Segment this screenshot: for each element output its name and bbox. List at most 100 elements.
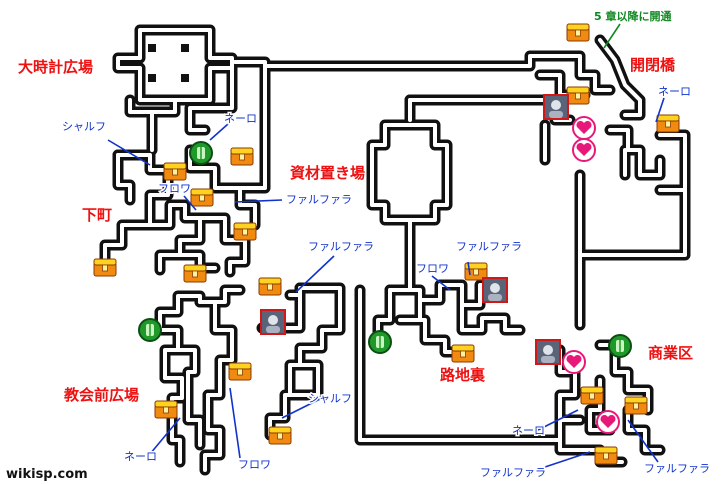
clock-square-pillar bbox=[148, 74, 156, 82]
area-label-commercial-district: 商業区 bbox=[648, 344, 693, 362]
treasure-chest-icon bbox=[183, 264, 207, 283]
corridor-floor-21 bbox=[370, 123, 449, 222]
treasure-chest-icon bbox=[566, 86, 590, 105]
corridor-floor-25 bbox=[388, 283, 502, 307]
save-point-icon bbox=[189, 141, 213, 165]
npc-label-flowa-1: フロワ bbox=[158, 182, 191, 195]
leader-line bbox=[655, 97, 665, 123]
treasure-chest-icon bbox=[228, 362, 252, 381]
npc-label-falfara-1: ファルファラ bbox=[286, 193, 352, 206]
clock-square-pillar bbox=[181, 44, 189, 52]
leader-line bbox=[295, 255, 335, 293]
treasure-chest-icon bbox=[190, 188, 214, 207]
npc-label-nero-2: ネーロ bbox=[658, 85, 691, 98]
map-markers bbox=[93, 23, 680, 465]
npc-label-flowa-3: フロワ bbox=[238, 458, 271, 471]
note-chapter5-open: 5 章以降に開通 bbox=[594, 9, 671, 23]
save-point-icon bbox=[608, 334, 632, 358]
treasure-chest-icon bbox=[580, 386, 604, 405]
corridor-floor-28 bbox=[460, 303, 522, 332]
corridor-wall-2 bbox=[146, 94, 181, 156]
treasure-chest-icon bbox=[464, 262, 488, 281]
leader-line bbox=[234, 199, 283, 203]
treasure-chest-icon bbox=[624, 396, 648, 415]
corridor-wall-1 bbox=[112, 24, 238, 106]
leader-line bbox=[209, 123, 229, 141]
leader-line bbox=[535, 451, 591, 471]
corridor-floor-36 bbox=[658, 133, 687, 192]
leader-line bbox=[467, 261, 471, 276]
leader-line bbox=[229, 387, 241, 459]
clock-square-pillar bbox=[148, 44, 156, 52]
corridor-floor-15 bbox=[163, 376, 184, 464]
heart-point-icon bbox=[596, 410, 620, 434]
save-point-icon bbox=[368, 330, 392, 354]
site-credit: wikisp.com bbox=[6, 467, 88, 482]
npc-label-falfara-3: ファルファラ bbox=[456, 240, 522, 253]
heart-point-icon bbox=[572, 138, 596, 162]
area-label-lower-town: 下町 bbox=[82, 206, 112, 224]
npc-label-falfara-4: ファルファラ bbox=[480, 466, 546, 479]
corridor-floor-38 bbox=[578, 173, 687, 257]
area-label-materials-yard: 資材置き場 bbox=[290, 164, 365, 182]
character-portrait-icon bbox=[482, 277, 508, 303]
treasure-chest-icon bbox=[594, 446, 618, 465]
corridor-floor-32 bbox=[598, 38, 642, 117]
corridor-floor-14 bbox=[176, 348, 202, 447]
corridor-floor-11 bbox=[238, 186, 257, 227]
treasure-chest-icon bbox=[154, 400, 178, 419]
npc-label-nero-4: ネーロ bbox=[512, 424, 545, 437]
corridor-floor-2 bbox=[150, 98, 177, 152]
treasure-chest-icon bbox=[451, 344, 475, 363]
corridor-floor-13 bbox=[198, 300, 234, 397]
corridor-floor-0 bbox=[233, 54, 562, 68]
area-label-opening-bridge: 開閉橋 bbox=[630, 56, 676, 74]
area-label-clock-square: 大時計広場 bbox=[18, 58, 93, 76]
leader-line bbox=[149, 417, 181, 455]
corridor-floor-16 bbox=[203, 393, 222, 472]
corridor-floor-4 bbox=[188, 66, 234, 132]
npc-label-sharf-2: シャルフ bbox=[308, 392, 352, 405]
corridor-floor-19 bbox=[288, 363, 302, 397]
clock-square-pillar bbox=[181, 74, 189, 82]
treasure-chest-icon bbox=[268, 426, 292, 445]
character-portrait-icon bbox=[260, 309, 286, 335]
npc-label-nero-1: ネーロ bbox=[224, 112, 257, 125]
corridor-floor-7 bbox=[116, 153, 132, 202]
corridor-floor-30 bbox=[558, 54, 612, 92]
corridor-floor-17 bbox=[268, 286, 342, 437]
label-leader-lines bbox=[107, 23, 665, 471]
treasure-chest-icon bbox=[233, 222, 257, 241]
corridor-floor-3 bbox=[128, 98, 154, 114]
npc-label-nero-3: ネーロ bbox=[124, 450, 157, 463]
heart-point-icon bbox=[572, 116, 596, 140]
area-label-church-square: 教会前広場 bbox=[63, 386, 139, 404]
save-point-icon bbox=[138, 318, 162, 342]
npc-label-sharf-1: シャルフ bbox=[62, 120, 106, 133]
character-portrait-icon bbox=[535, 339, 561, 365]
treasure-chest-icon bbox=[93, 258, 117, 277]
treasure-chest-icon bbox=[230, 147, 254, 166]
corridor-floor-1 bbox=[116, 28, 234, 102]
leader-line bbox=[537, 409, 579, 431]
character-portrait-icon bbox=[543, 94, 569, 120]
leader-line bbox=[107, 139, 151, 166]
corridor-floor-27 bbox=[398, 318, 464, 354]
leader-line bbox=[183, 195, 197, 211]
corridor-floor-35 bbox=[608, 128, 662, 177]
corridor-wall-35 bbox=[604, 124, 666, 181]
treasure-chest-icon bbox=[258, 277, 282, 296]
leader-line bbox=[627, 419, 659, 463]
corridor-floor-20 bbox=[358, 288, 562, 442]
heart-point-icon bbox=[562, 350, 586, 374]
leader-line bbox=[281, 397, 323, 419]
treasure-chest-icon bbox=[566, 23, 590, 42]
npc-label-flowa-2: フロワ bbox=[416, 262, 449, 275]
leader-line-note bbox=[603, 23, 621, 49]
npc-label-falfara-5: ファルファラ bbox=[644, 462, 710, 475]
corridor-floor-10 bbox=[178, 253, 217, 270]
treasure-chest-icon bbox=[656, 114, 680, 133]
npc-label-falfara-2: ファルファラ bbox=[308, 240, 374, 253]
treasure-chest-icon bbox=[163, 162, 187, 181]
